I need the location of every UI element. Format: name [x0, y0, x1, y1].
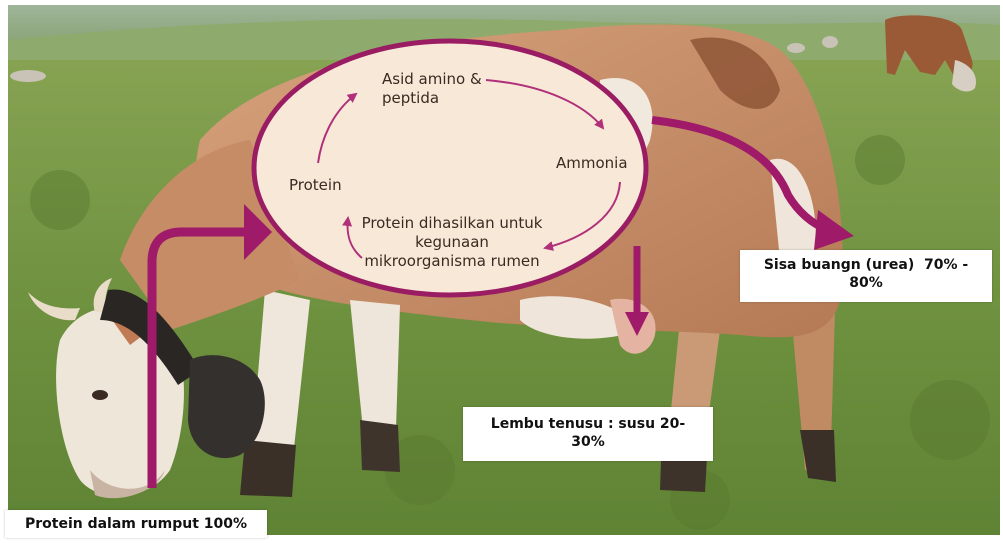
cycle-label-microbe: Protein dihasilkan untuk kegunaan mikroo… [352, 214, 552, 271]
label-dairy-milk: Lembu tenusu : susu 20- 30% [463, 407, 713, 461]
cycle-label-amino: Asid amino & peptida [382, 70, 482, 108]
cycle-label-ammonia: Ammonia [556, 154, 628, 173]
label-grass-protein: Protein dalam rumput 100% [5, 510, 267, 538]
label-urea-waste: Sisa buangn (urea) 70% - 80% [740, 250, 992, 302]
cycle-label-protein: Protein [289, 176, 342, 195]
